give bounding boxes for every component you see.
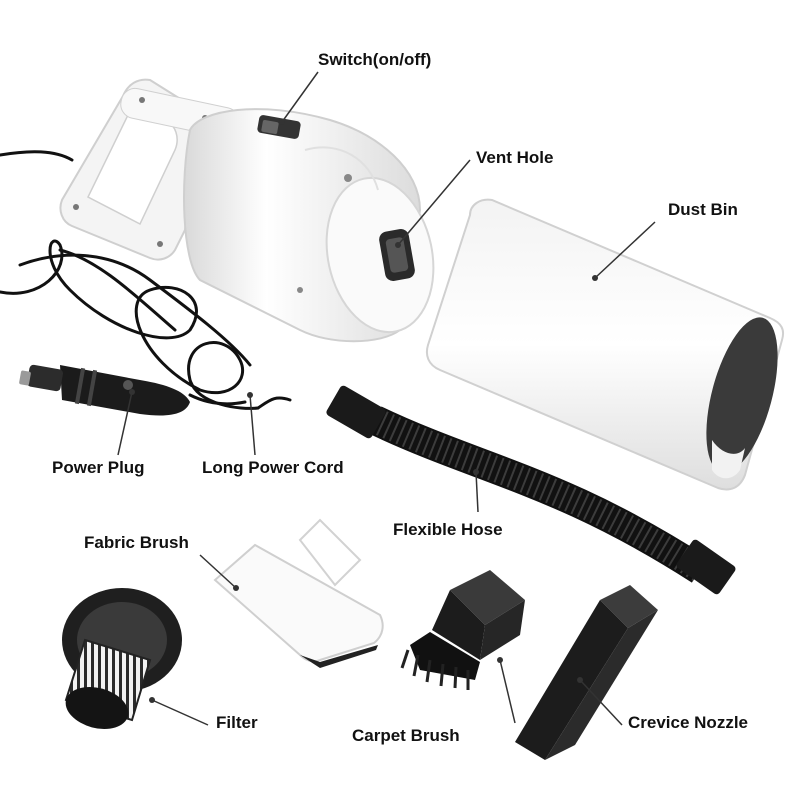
- label-carpet-brush: Carpet Brush: [352, 726, 460, 745]
- vacuum-body: [59, 78, 435, 343]
- leader-long-power-cord: [249, 394, 256, 456]
- label-switch: Switch(on/off): [318, 50, 432, 69]
- filter: [62, 588, 182, 730]
- label-long-power-cord: Long Power Cord: [202, 458, 344, 477]
- leader-flexible-hose: [475, 471, 479, 513]
- label-crevice-nozzle: Crevice Nozzle: [628, 713, 748, 732]
- label-filter: Filter: [216, 713, 258, 732]
- power-cord: [0, 150, 292, 410]
- leader-switch: [281, 71, 319, 123]
- carpet-brush: [400, 570, 525, 690]
- fabric-brush: [213, 518, 384, 668]
- leader-vent-hole: [397, 159, 471, 246]
- leader-crevice-nozzle: [579, 679, 623, 726]
- leader-dust-bin: [594, 221, 656, 279]
- label-vent-hole: Vent Hole: [476, 148, 554, 167]
- power-plug: [19, 364, 190, 416]
- label-flexible-hose: Flexible Hose: [393, 520, 503, 539]
- leader-lines: [117, 71, 656, 726]
- flexible-hose: [326, 385, 736, 595]
- leader-filter: [151, 699, 209, 726]
- leader-fabric-brush: [199, 554, 237, 589]
- dust-bin: [425, 198, 785, 491]
- label-fabric-brush: Fabric Brush: [84, 533, 189, 552]
- label-power-plug: Power Plug: [52, 458, 145, 477]
- leader-carpet-brush: [499, 659, 516, 724]
- leader-dots: [129, 119, 598, 703]
- label-dust-bin: Dust Bin: [668, 200, 738, 219]
- leader-power-plug: [117, 391, 133, 456]
- crevice-nozzle: [515, 585, 658, 760]
